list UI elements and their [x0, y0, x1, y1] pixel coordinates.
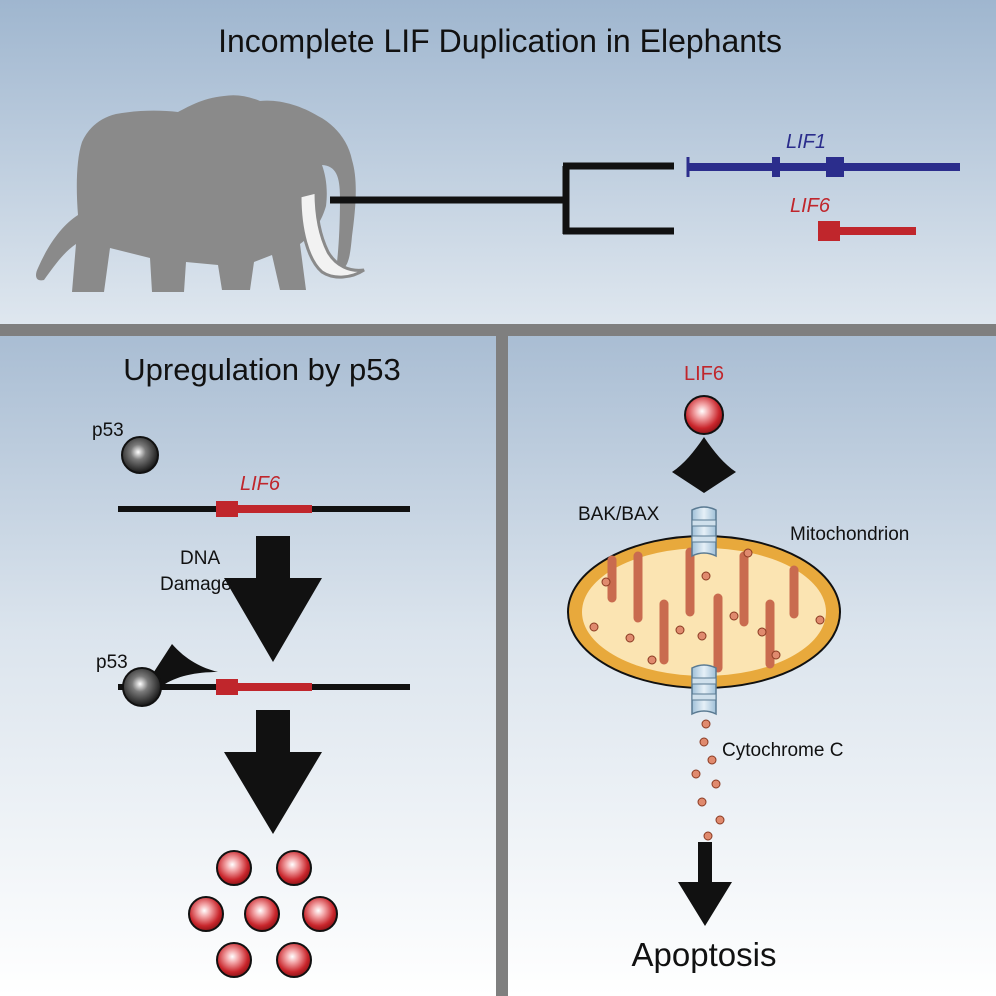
- bakbax-label: BAK/BAX: [578, 504, 660, 525]
- mitochondrion-label: Mitochondrion: [790, 524, 909, 545]
- elephant-icon: [36, 95, 365, 292]
- lif6-label-top: LIF6: [790, 195, 831, 217]
- lif6-label-right: LIF6: [684, 363, 724, 385]
- lif1-gene: [686, 157, 960, 177]
- promoter-arrow-icon: [150, 644, 218, 686]
- channel-icon-lower: [691, 664, 717, 716]
- lif6-gene-top: [818, 221, 916, 241]
- cytochrome-dots-inside: [589, 548, 825, 665]
- horizontal-divider: [0, 324, 996, 336]
- cytochrome-c-label: Cytochrome C: [722, 740, 843, 761]
- dna-label: DNA: [180, 548, 220, 569]
- apoptosis-label: Apoptosis: [632, 936, 777, 973]
- down-arrow-apoptosis: [678, 842, 732, 926]
- main-title: Incomplete LIF Duplication in Elephants: [218, 23, 782, 59]
- arrow-head-down: [672, 437, 736, 493]
- down-arrow-1: [224, 536, 322, 662]
- left-panel-title: Upregulation by p53: [123, 352, 400, 387]
- p53-protein-top: [121, 436, 159, 474]
- lif6-protein-right: [684, 395, 724, 435]
- p53-protein-bound: [122, 667, 162, 707]
- damage-label: Damage: [160, 574, 232, 595]
- p53-label-top: p53: [92, 420, 124, 441]
- dna-strand-bottom: [118, 679, 410, 695]
- cristae: [607, 547, 799, 673]
- lif6-label-left: LIF6: [240, 473, 281, 495]
- lif1-label: LIF1: [786, 131, 826, 153]
- gene-tree: [330, 162, 674, 235]
- channel-icon: [691, 506, 717, 558]
- cytochrome-c-release: [691, 719, 725, 841]
- lif6-protein-cluster: [188, 850, 338, 978]
- p53-label-bottom: p53: [96, 652, 128, 673]
- dna-strand-top: [118, 501, 410, 517]
- vertical-divider: [496, 334, 508, 996]
- down-arrow-2: [224, 710, 322, 834]
- mitochondrion: [567, 535, 841, 689]
